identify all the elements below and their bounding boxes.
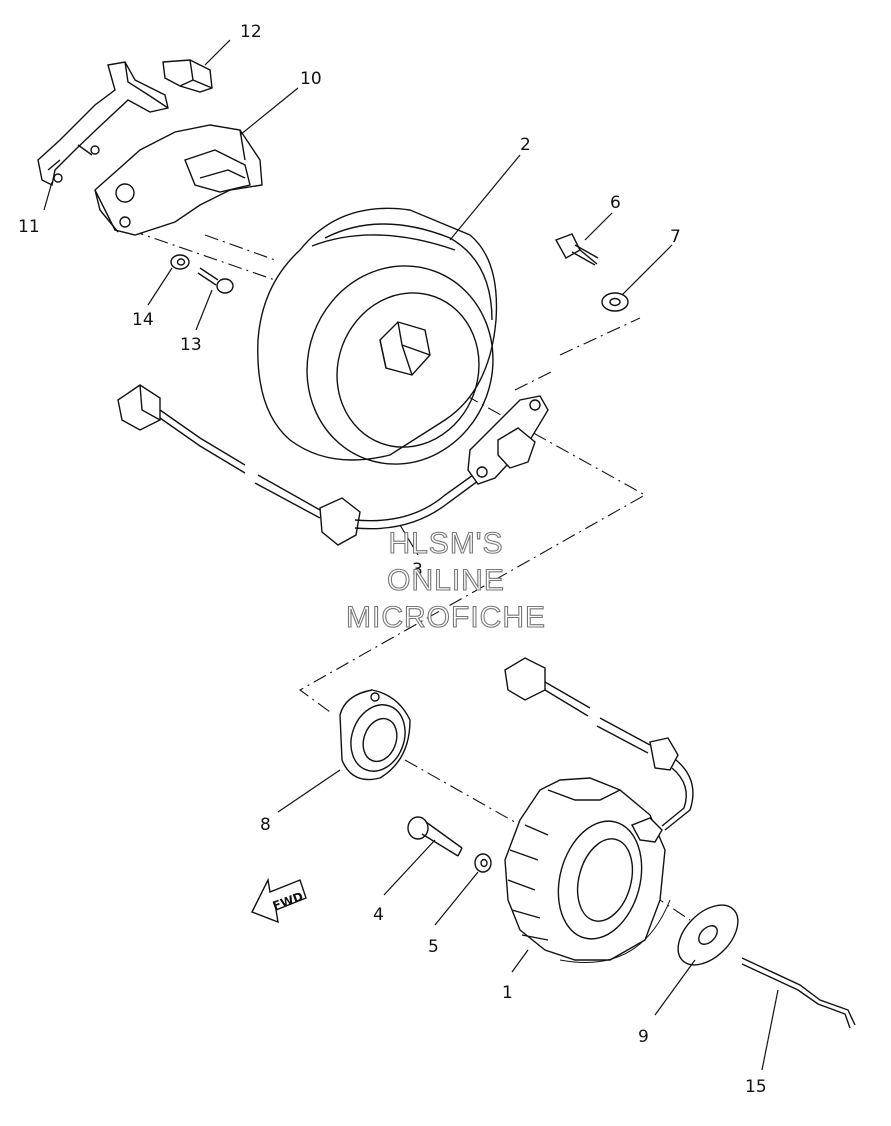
callout-15: 15: [745, 1077, 767, 1097]
part-14-washer[interactable]: [170, 254, 190, 270]
callout-10: 10: [300, 69, 322, 89]
part-5-nut[interactable]: [474, 853, 492, 873]
watermark-line-1: HLSM'S: [388, 527, 503, 560]
part-7-washer[interactable]: [601, 292, 629, 312]
callout-6: 6: [610, 193, 621, 213]
fwd-direction-arrow: FWD: [251, 877, 307, 924]
callout-5: 5: [428, 937, 439, 957]
part-13-screw[interactable]: [197, 267, 234, 294]
watermark-line-3: MICROFICHE: [346, 601, 546, 634]
part-1-stator[interactable]: [504, 657, 694, 963]
part-8-seal-holder[interactable]: [339, 689, 414, 781]
callout-9: 9: [638, 1027, 649, 1047]
part-10-plate[interactable]: [94, 124, 263, 236]
part-2-flywheel[interactable]: [257, 207, 521, 490]
callout-2: 2: [520, 135, 531, 155]
callout-3: 3: [412, 560, 423, 580]
callout-14: 14: [132, 310, 154, 330]
part-4-bolt[interactable]: [407, 816, 463, 857]
part-3-pickup-coil[interactable]: [117, 384, 549, 546]
callout-1: 1: [502, 983, 513, 1003]
part-15-clip[interactable]: [741, 957, 856, 1029]
part-6-bolt[interactable]: [554, 233, 599, 266]
callout-4: 4: [373, 905, 384, 925]
callout-8: 8: [260, 815, 271, 835]
watermark-line-2: ONLINE: [387, 564, 505, 597]
watermark: HLSM'S ONLINE MICROFICHE: [345, 526, 546, 634]
part-12-cap[interactable]: [162, 59, 213, 93]
callout-13: 13: [180, 335, 202, 355]
leader-lines: [43, 39, 779, 1071]
callout-11: 11: [18, 217, 40, 237]
callout-numbers: 12 10 2 11 6 7 14 13 3 8 4 5 1 9 15: [18, 22, 767, 1097]
part-9-washer[interactable]: [667, 894, 749, 976]
callout-7: 7: [670, 227, 681, 247]
callout-12: 12: [240, 22, 262, 42]
part-11-bracket[interactable]: [37, 61, 169, 187]
